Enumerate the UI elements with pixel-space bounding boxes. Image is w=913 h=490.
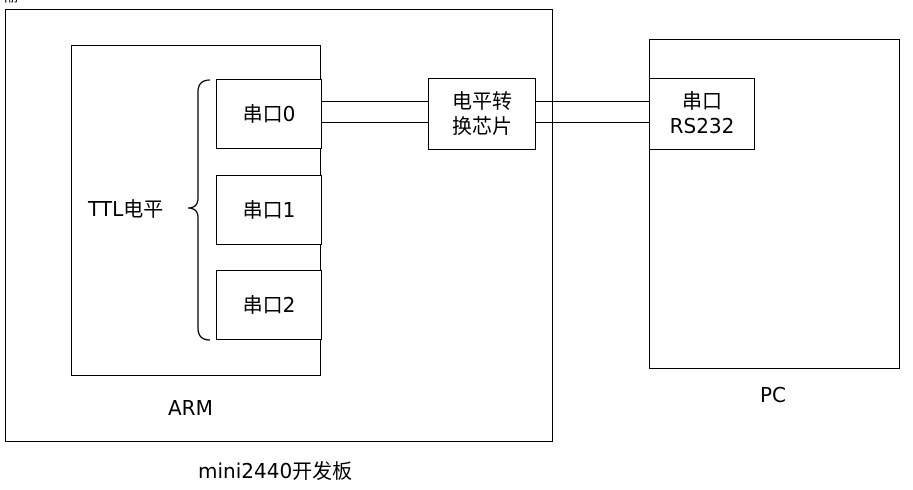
level-converter-line2: 换芯片: [452, 114, 512, 138]
pc-serial-rs232-box: 串口 RS232: [649, 78, 755, 150]
serial-port-2-box: 串口2: [216, 270, 322, 340]
serial-port-2-label: 串口2: [242, 293, 296, 317]
connector-line-converter-pc-top: [535, 101, 650, 102]
arm-label: ARM: [168, 396, 213, 420]
board-label: mini2440开发板: [198, 459, 353, 483]
level-converter-box: 电平转 换芯片: [428, 78, 536, 150]
level-converter-line1: 电平转: [452, 89, 512, 113]
serial-port-1-box: 串口1: [216, 175, 322, 245]
serial-port-0-label: 串口0: [242, 102, 296, 126]
connector-line-converter-pc-bottom: [535, 122, 650, 123]
header-text-fragment: 輸: [2, 0, 18, 4]
pc-label: PC: [760, 383, 787, 407]
pc-serial-line2: RS232: [669, 114, 735, 138]
pc-serial-line1: 串口: [682, 89, 722, 113]
ttl-level-label: TTL电平: [88, 197, 164, 221]
serial-port-1-label: 串口1: [242, 198, 296, 222]
connector-line-port0-converter-top: [321, 101, 429, 102]
serial-port-0-box: 串口0: [216, 79, 322, 149]
connector-line-port0-converter-bottom: [321, 122, 429, 123]
brace-icon: [187, 79, 211, 341]
